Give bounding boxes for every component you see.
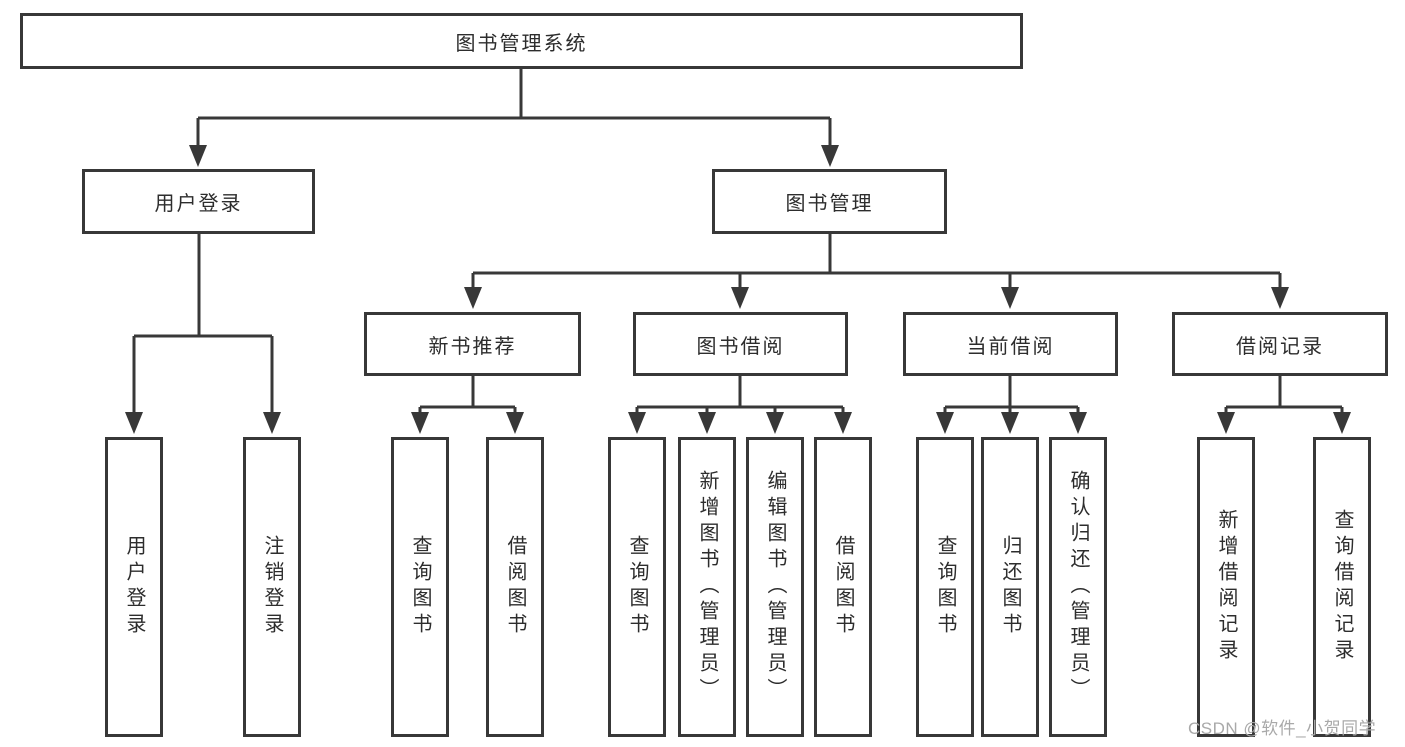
node-book-management: 图书管理 [712, 169, 947, 234]
leaf-query-borrow-record: 查询借阅记录 [1313, 437, 1371, 737]
node-user-login: 用户登录 [82, 169, 315, 234]
leaf-query-books-borrow: 查询图书 [608, 437, 666, 737]
node-new-book-recommend: 新书推荐 [364, 312, 581, 376]
node-book-borrow: 图书借阅 [633, 312, 848, 376]
leaf-borrow-books: 借阅图书 [814, 437, 872, 737]
leaf-user-login: 用户登录 [105, 437, 163, 737]
leaf-return-books: 归还图书 [981, 437, 1039, 737]
leaf-edit-books-admin: 编辑图书（管理员） [746, 437, 804, 737]
leaf-logout-login: 注销登录 [243, 437, 301, 737]
leaf-add-borrow-record: 新增借阅记录 [1197, 437, 1255, 737]
leaf-confirm-return-admin: 确认归还（管理员） [1049, 437, 1107, 737]
node-root-system: 图书管理系统 [20, 13, 1023, 69]
leaf-borrow-books-recommend: 借阅图书 [486, 437, 544, 737]
leaf-query-books-current: 查询图书 [916, 437, 974, 737]
leaf-add-books-admin: 新增图书（管理员） [678, 437, 736, 737]
node-current-borrow: 当前借阅 [903, 312, 1118, 376]
node-borrow-records: 借阅记录 [1172, 312, 1388, 376]
watermark: CSDN @软件_小贺同学 [1188, 719, 1377, 738]
leaf-query-books-recommend: 查询图书 [391, 437, 449, 737]
